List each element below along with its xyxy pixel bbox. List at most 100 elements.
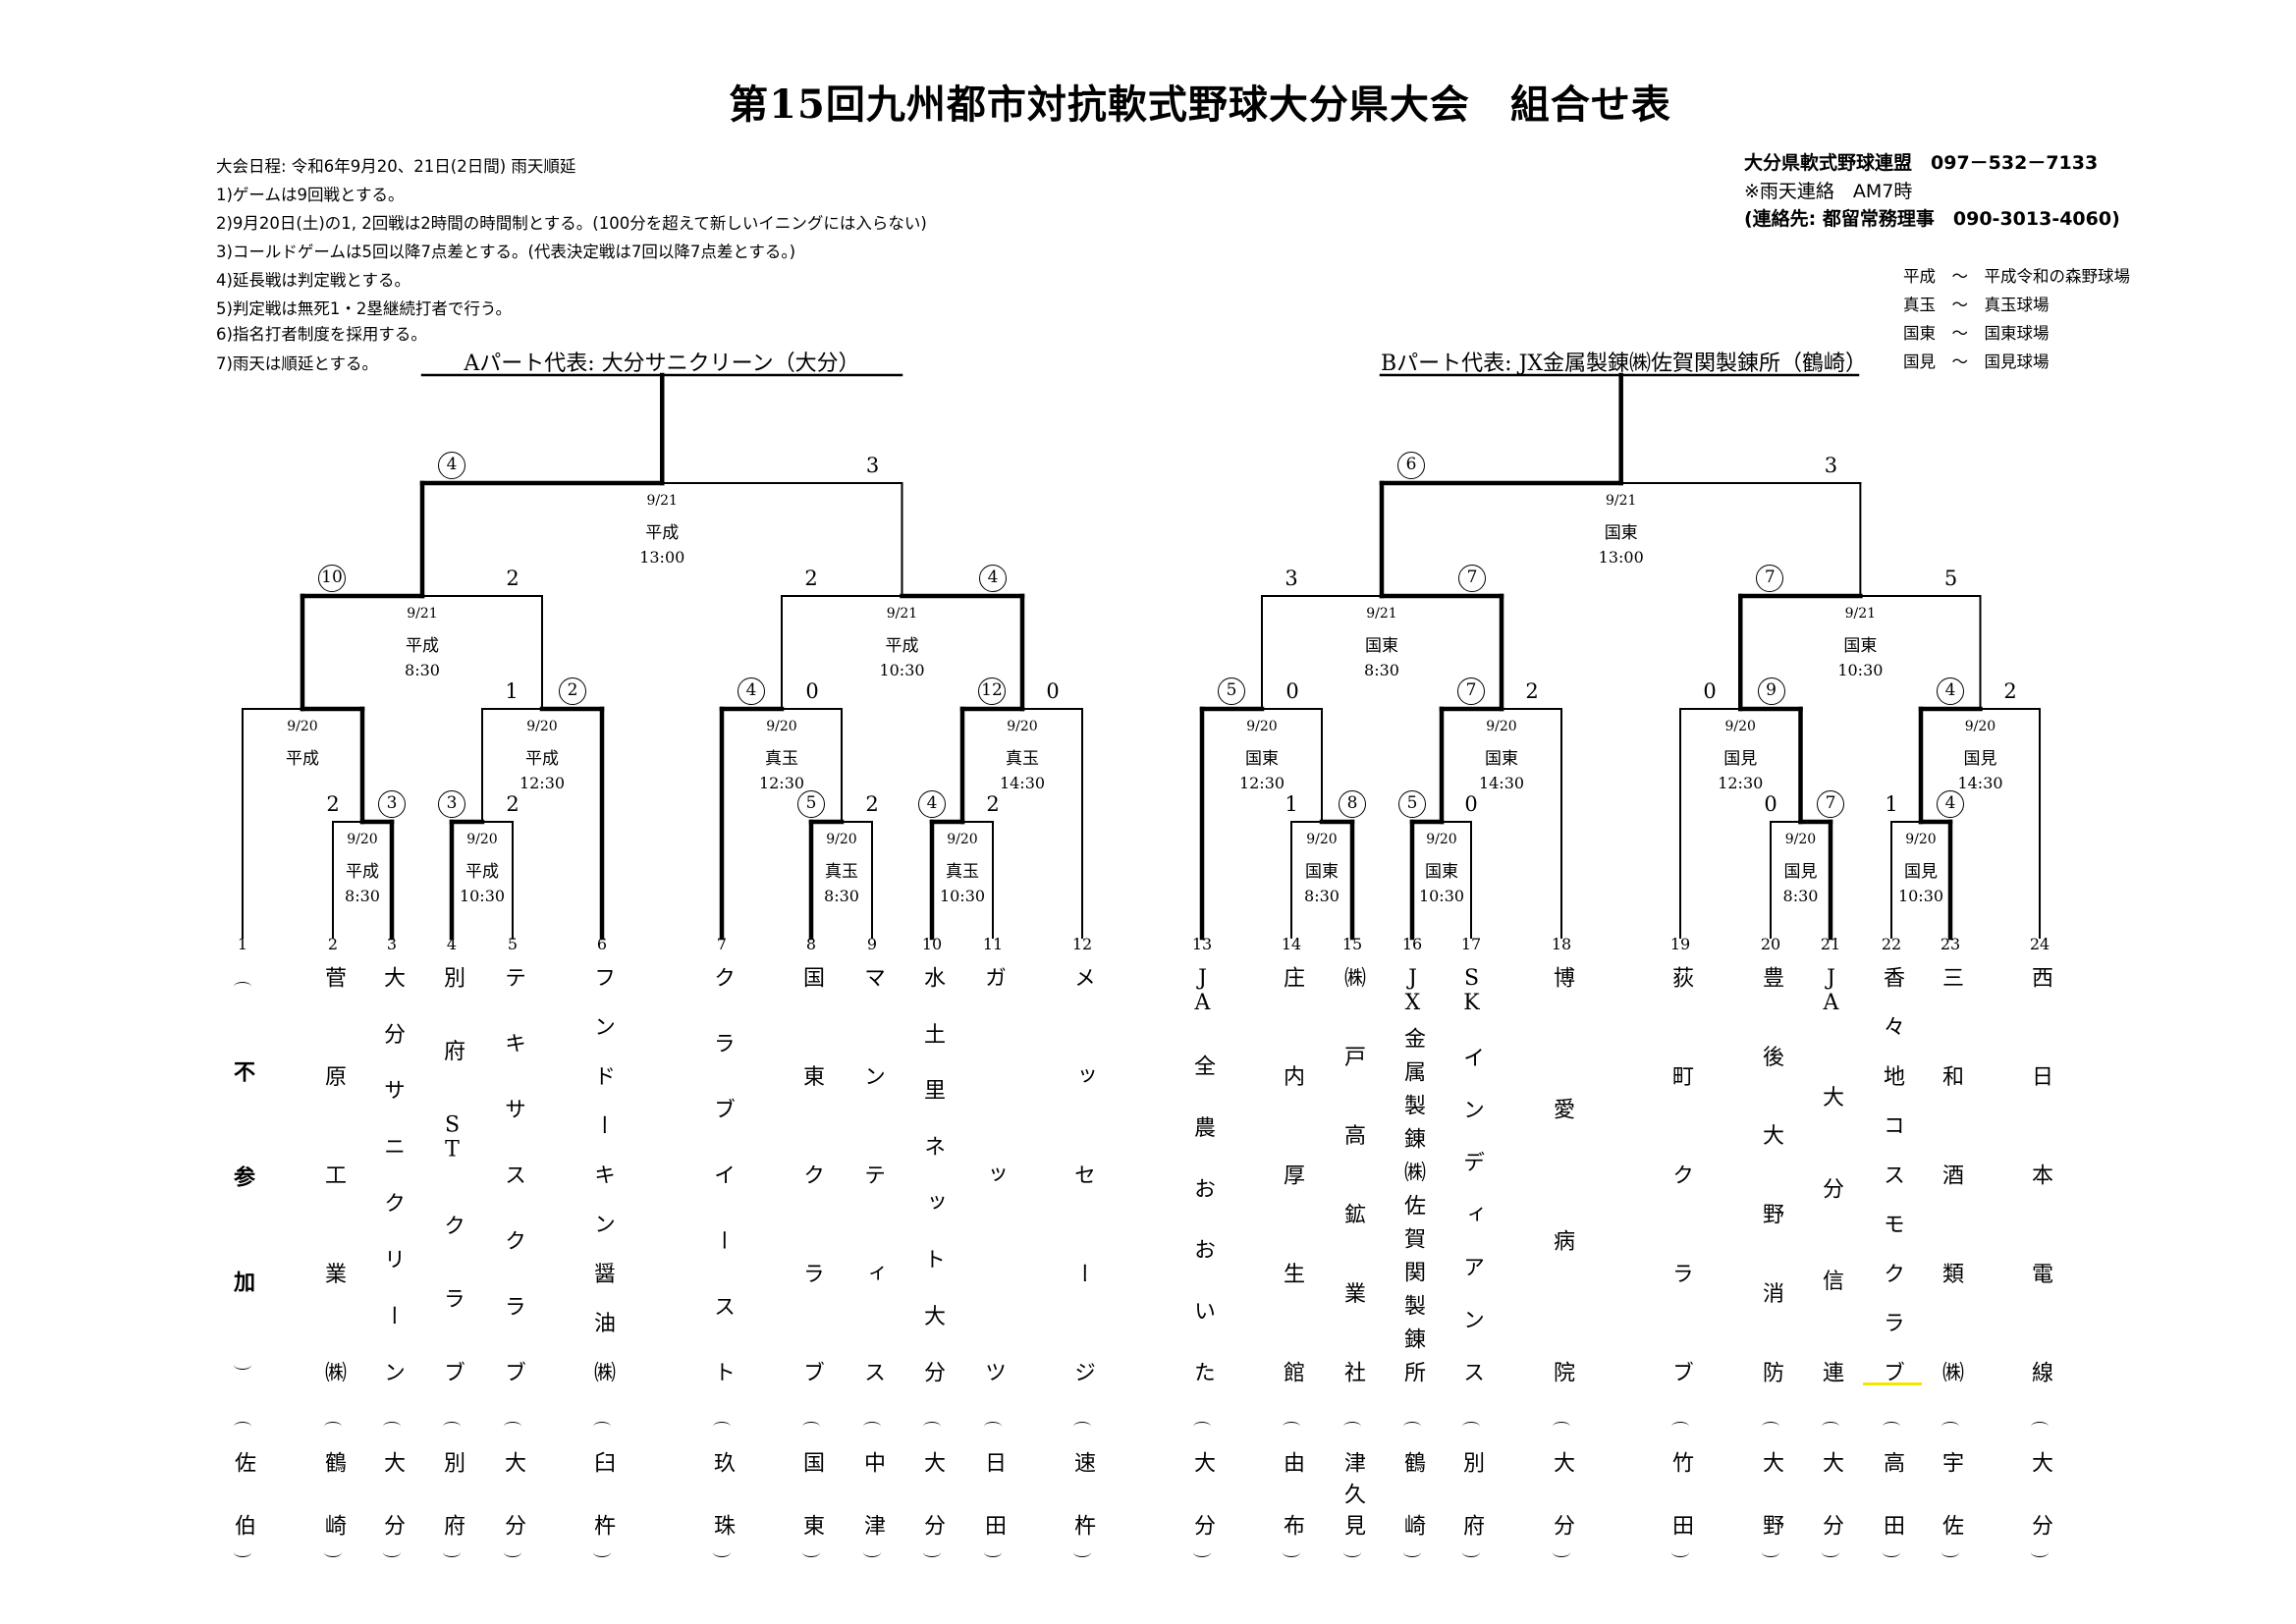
part-a-representative: Aパート代表: 大分サニクリーン（大分）	[464, 352, 860, 376]
venue-abbr: 国東	[1903, 324, 1936, 343]
score-left: 4	[438, 452, 465, 479]
team-name: 三和酒類㈱	[1939, 966, 1963, 1382]
match-date: 9/20	[347, 832, 378, 847]
match-time: 10:30	[939, 887, 986, 905]
open-bracket-icon	[1343, 1422, 1361, 1432]
match-date: 9/20	[947, 832, 978, 847]
match-time: 10:30	[1837, 661, 1884, 679]
team-city: 大分	[1550, 1451, 1574, 1536]
score-left: 4	[1937, 677, 1964, 705]
team-name: ガッツ	[981, 966, 1006, 1382]
team-city: 別府	[1459, 1451, 1484, 1536]
open-bracket-icon	[443, 1422, 461, 1432]
team-number: 11	[982, 935, 1004, 953]
team-city: 臼杵	[590, 1451, 615, 1536]
venue-legend-item: 国東 ～ 国東球場	[1903, 320, 2050, 344]
match-time: 8:30	[345, 887, 380, 905]
team-name: 博愛病院	[1550, 966, 1574, 1382]
contact-person: (連絡先: 都留常務理事 090-3013-4060)	[1744, 208, 2120, 230]
match-venue: 平成	[885, 636, 919, 656]
match-date: 9/20	[466, 832, 498, 847]
close-bracket-icon	[443, 1547, 461, 1557]
team-number: 19	[1669, 935, 1691, 953]
match-venue: 平成	[286, 749, 319, 769]
team-number: 24	[2029, 935, 2050, 953]
match-venue: 真玉	[946, 862, 979, 882]
team-city: 日田	[981, 1451, 1006, 1536]
venue-name: 国東球場	[1984, 324, 2050, 343]
team-city: 佐伯	[231, 1451, 255, 1536]
federation-contact: 大分県軟式野球連盟 097－532－7133	[1744, 152, 2099, 174]
match-date: 9/20	[1426, 832, 1457, 847]
match-date: 9/20	[1724, 719, 1756, 734]
team-city: 津久見	[1340, 1451, 1365, 1536]
venue-legend-item: 国見 ～ 国見球場	[1903, 349, 2050, 372]
match-time: 8:30	[1304, 887, 1339, 905]
match-venue: 国東	[1305, 862, 1339, 882]
team-name: 不参加	[230, 1060, 255, 1292]
open-bracket-icon	[713, 1422, 731, 1432]
open-bracket-icon	[984, 1422, 1002, 1432]
open-bracket-icon	[1671, 1422, 1689, 1432]
close-bracket-icon	[713, 1547, 731, 1557]
match-time: 10:30	[1418, 887, 1465, 905]
open-bracket-icon	[1822, 1422, 1839, 1432]
score-right: 4	[979, 565, 1007, 592]
score-left: 4	[918, 790, 946, 818]
score-left: 7	[1756, 565, 1784, 592]
rule-note: 3)コールドゲームは5回以降7点差とする。(代表決定戦は7回以降7点差とする。)	[216, 243, 796, 261]
team-name: 西日本電線	[2028, 966, 2052, 1382]
score-right: 7	[1817, 790, 1844, 818]
close-bracket-icon	[923, 1547, 941, 1557]
team-name: JA全農おおいた	[1190, 966, 1215, 1382]
match-time: 14:30	[999, 774, 1046, 792]
team-number: 16	[1401, 935, 1423, 953]
team-name: 国東クラブ	[799, 966, 824, 1382]
team-city: 国東	[799, 1451, 824, 1536]
team-name: フンドーキン醤油㈱	[590, 966, 615, 1382]
part-b-representative: Bパート代表: JX金属製錬㈱佐賀関製錬所（鶴崎）	[1381, 352, 1868, 376]
venue-sep: ～	[1951, 324, 1969, 343]
open-bracket-icon	[1883, 1422, 1900, 1432]
team-city: 大分	[501, 1451, 525, 1536]
match-venue: 国見	[1723, 749, 1758, 769]
match-time: 13:00	[1598, 548, 1644, 567]
venue-sep: ～	[1951, 296, 1969, 314]
close-bracket-icon	[863, 1547, 881, 1557]
score-right: 7	[1458, 565, 1486, 592]
score-left: 2	[804, 567, 818, 590]
venue-abbr: 国見	[1903, 352, 1936, 371]
team-number: 12	[1071, 935, 1093, 953]
venue-sep: ～	[1951, 352, 1969, 371]
score-left: 1	[1285, 792, 1298, 816]
score-left: 0	[1703, 679, 1717, 703]
team-number: 22	[1881, 935, 1902, 953]
match-date: 9/21	[886, 606, 918, 622]
close-bracket-icon	[1941, 1547, 1959, 1557]
rule-note: 1)ゲームは9回戦とする。	[216, 186, 405, 204]
score-left: 1	[1885, 792, 1898, 816]
score-left: 6	[1397, 452, 1425, 479]
score-left: 3	[438, 790, 465, 818]
team-city: 鶴崎	[1400, 1451, 1425, 1536]
match-date: 9/21	[646, 493, 678, 509]
team-name: 豊後大野消防	[1759, 966, 1783, 1382]
close-bracket-icon	[1553, 1547, 1570, 1557]
team-number: 1	[237, 935, 248, 953]
close-bracket-icon	[1283, 1547, 1300, 1557]
rule-note: 5)判定戦は無死1・2塁継続打者で行う。	[216, 299, 512, 318]
close-bracket-icon	[802, 1547, 820, 1557]
schedule-note: 大会日程: 令和6年9月20、21日(2日間) 雨天順延	[216, 157, 576, 176]
match-date: 9/21	[1844, 606, 1877, 622]
team-city: 大分	[1819, 1451, 1843, 1536]
match-time: 10:30	[879, 661, 925, 679]
match-date: 9/20	[1306, 832, 1338, 847]
team-name: 香々地コスモクラブ	[1880, 966, 1904, 1382]
match-time: 8:30	[1364, 661, 1399, 679]
close-bracket-icon	[1671, 1547, 1689, 1557]
close-bracket-icon	[1762, 1547, 1779, 1557]
match-venue: 真玉	[1006, 749, 1039, 769]
close-bracket-icon	[984, 1547, 1002, 1557]
team-name: SKインディアンス	[1459, 966, 1484, 1382]
